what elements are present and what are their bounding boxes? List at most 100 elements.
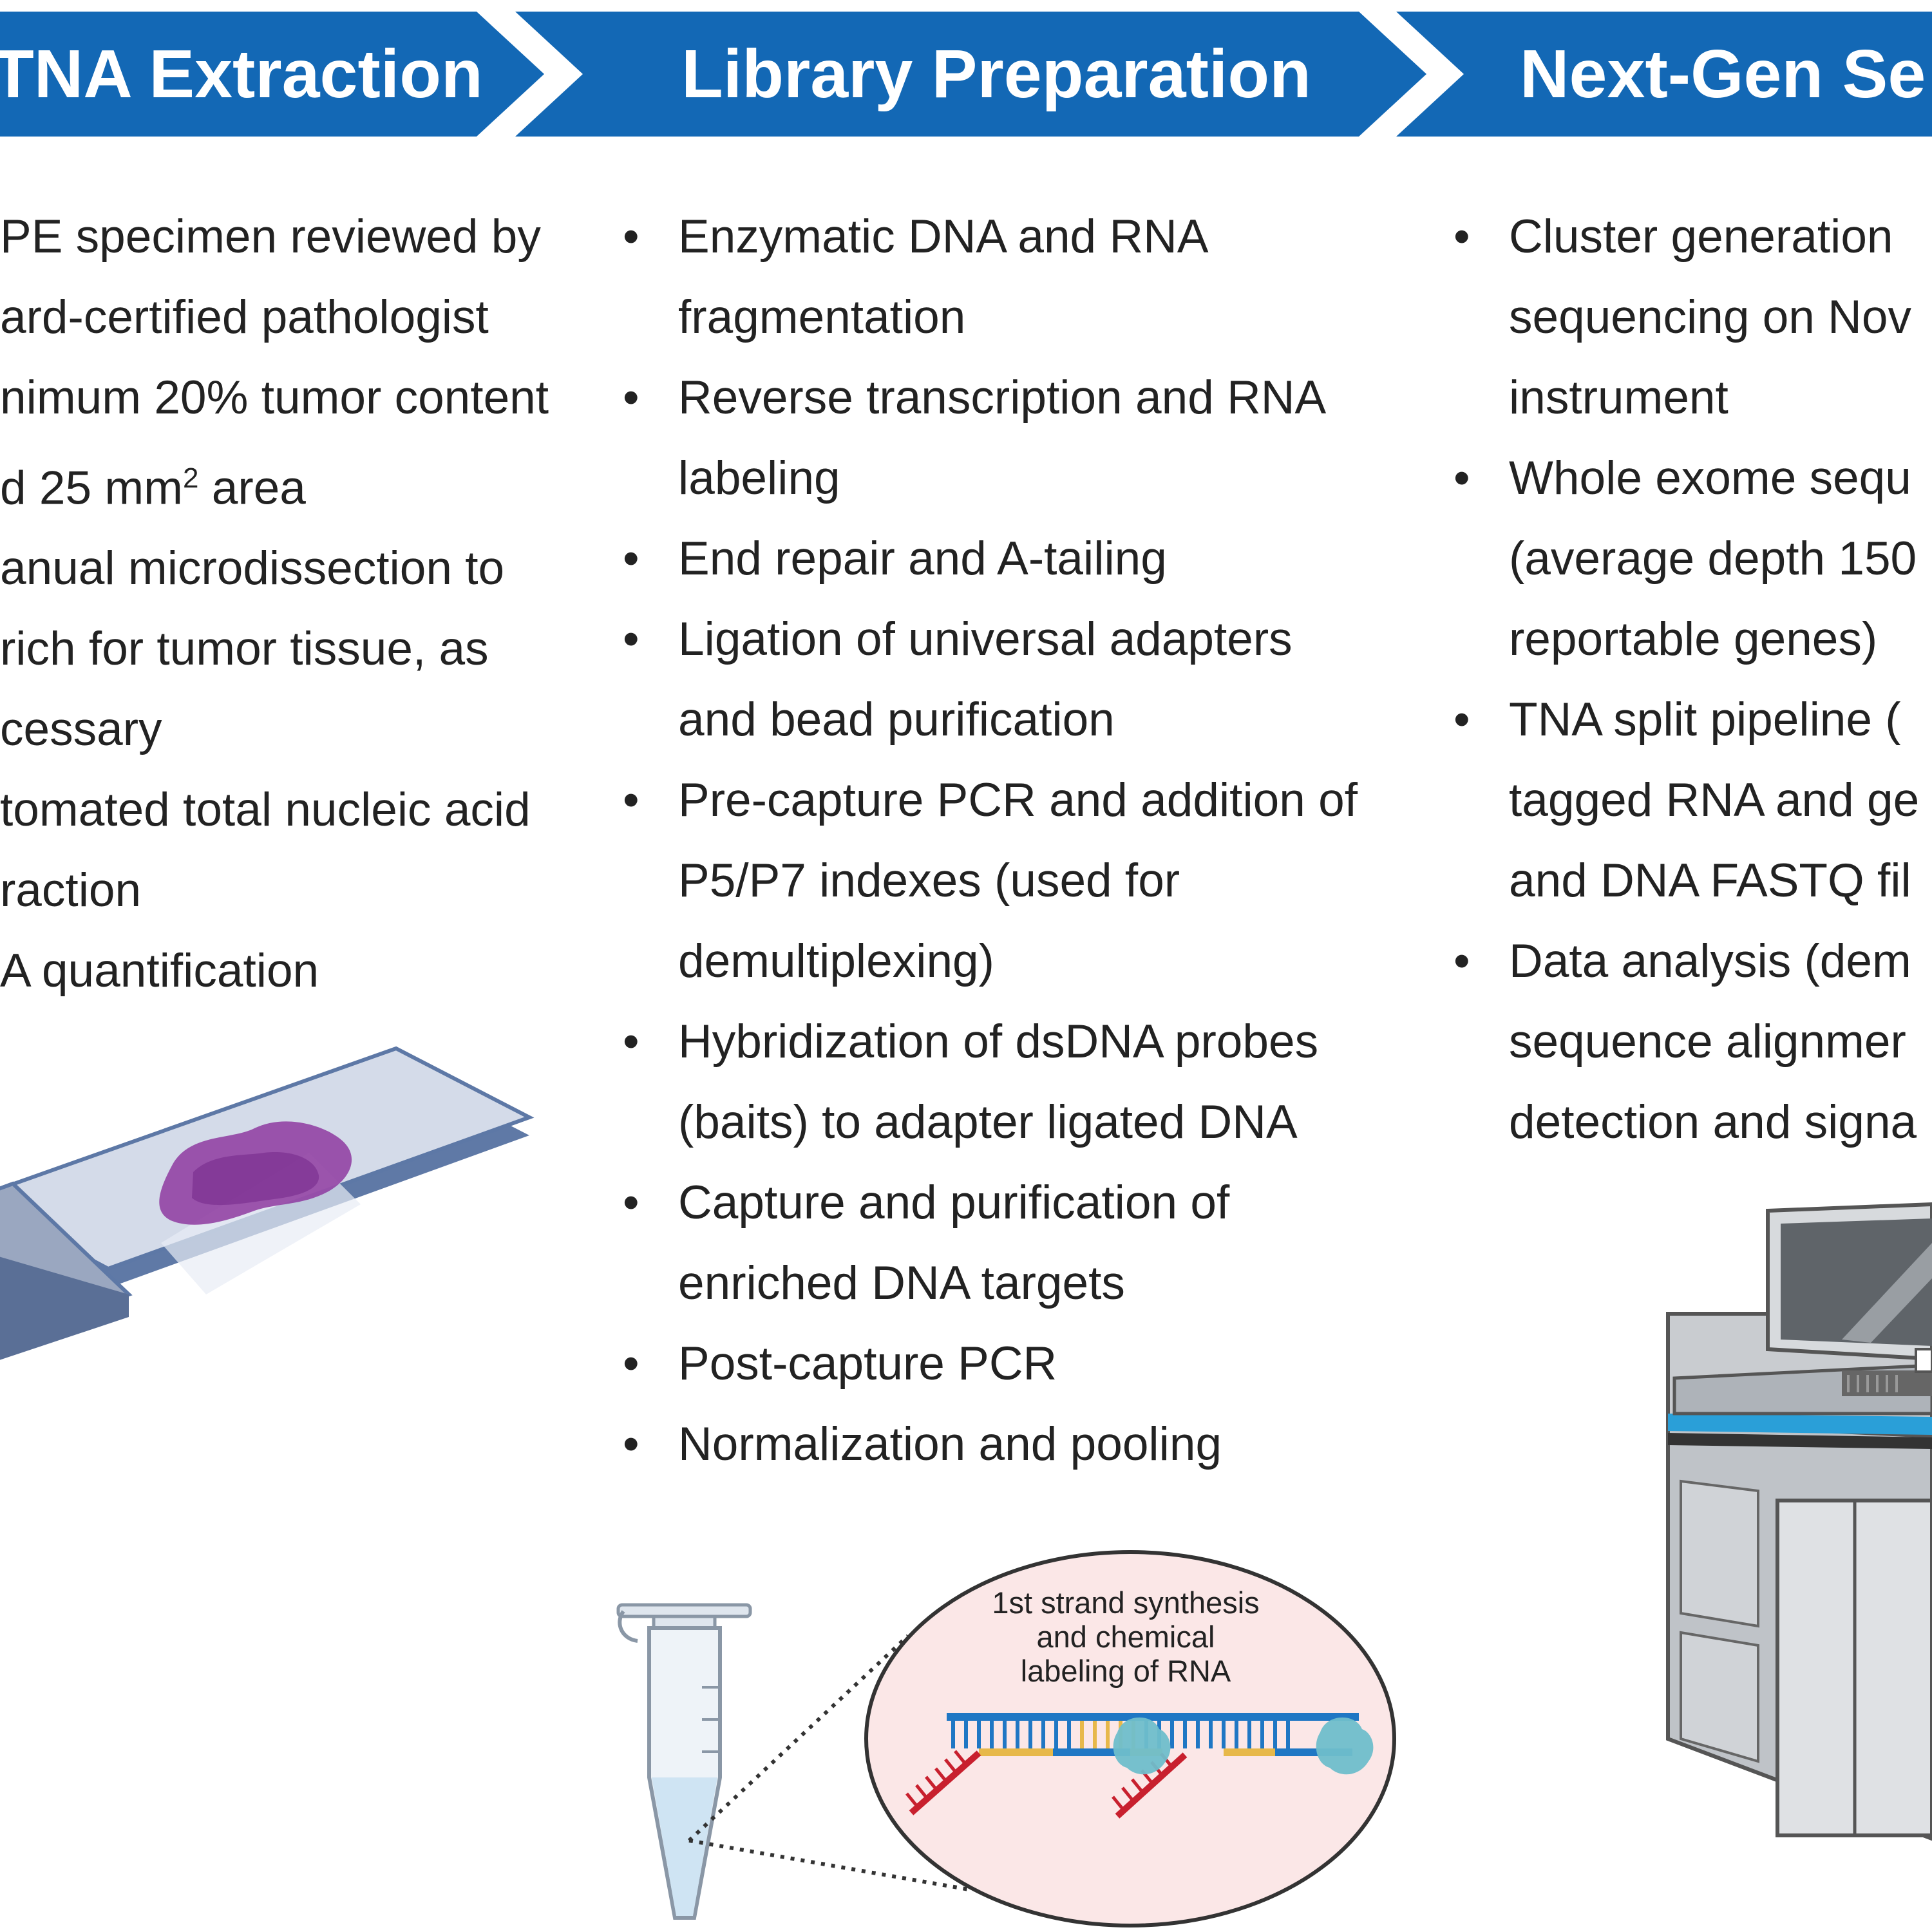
- bullet-icon: •: [623, 1016, 639, 1068]
- list-item: PE specimen reviewed by: [0, 196, 586, 277]
- bullet-icon: •: [1454, 935, 1470, 987]
- labeled-rna-strand: [909, 1750, 1188, 1819]
- extraction-line: rich for tumor tissue, as: [0, 623, 489, 676]
- bullet-icon: •: [623, 533, 639, 585]
- list-item: • Whole exome sequ: [1452, 438, 1932, 518]
- bullet-icon: •: [623, 1338, 639, 1390]
- list-item-text: instrument: [1509, 372, 1728, 424]
- bullet-icon: •: [1454, 452, 1470, 504]
- list-item: •End repair and A-tailing: [621, 518, 1426, 599]
- list-item-text: demultiplexing): [678, 935, 994, 987]
- list-item-text: Cluster generation: [1509, 211, 1893, 263]
- rna-labeling-inset: [864, 1550, 1396, 1927]
- list-item-text: Whole exome sequ: [1509, 452, 1911, 504]
- inset-caption-line-2: and chemical: [1037, 1620, 1215, 1654]
- list-item-text: labeling: [678, 452, 840, 504]
- list-item-continuation: (baits) to adapter ligated DNA: [621, 1082, 1426, 1162]
- enzyme-icon: [1316, 1717, 1374, 1775]
- library-prep-steps-list: • Enzymatic DNA and RNA fragmentation • Reve…: [621, 196, 1426, 1484]
- list-item-continuation: enriched DNA targets: [621, 1243, 1426, 1323]
- list-item-continuation: (average depth 150: [1452, 518, 1932, 599]
- list-item-text: Ligation of universal adapters: [678, 613, 1293, 665]
- sequencing-steps-list: • Cluster generation sequencing on Nov inst…: [1452, 196, 1932, 1162]
- list-item: anual microdissection to: [0, 528, 586, 609]
- bullet-icon: •: [623, 613, 639, 665]
- chevron-step-2: [515, 12, 1426, 137]
- superscript: 2: [182, 462, 199, 494]
- microcentrifuge-tube-icon: [616, 1603, 752, 1920]
- list-item-continuation: labeling: [621, 438, 1426, 518]
- extraction-line: raction: [0, 864, 142, 917]
- bullet-icon: •: [623, 1177, 639, 1229]
- extraction-line-suffix: area: [198, 462, 306, 515]
- list-item: • Hybridization of dsDNA probes: [621, 1001, 1426, 1082]
- list-item: •TNA split pipeline (: [1452, 679, 1932, 760]
- step-library-prep-title: Library Preparation: [681, 36, 1311, 112]
- step-extraction-title: TNA Extraction: [0, 36, 483, 112]
- list-item: • Enzymatic DNA and RNA: [621, 196, 1426, 277]
- list-item: • Cluster generation: [1452, 196, 1932, 277]
- list-item: cessary: [0, 689, 586, 770]
- list-item: A quantification: [0, 931, 586, 1011]
- list-item-continuation: demultiplexing): [621, 921, 1426, 1001]
- extraction-line: cessary: [0, 703, 162, 756]
- list-item-text: (average depth 150: [1509, 533, 1917, 585]
- extraction-line: d 25 mm: [0, 462, 183, 515]
- list-item-continuation: P5/P7 indexes (used for: [621, 840, 1426, 921]
- list-item: rich for tumor tissue, as: [0, 609, 586, 689]
- bullet-icon: •: [623, 372, 639, 424]
- list-item-continuation: sequencing on Nov: [1452, 277, 1932, 357]
- list-item-text: Hybridization of dsDNA probes: [678, 1016, 1319, 1068]
- tissue-slide-icon: [0, 1046, 535, 1360]
- inset-caption-line-1: 1st strand synthesis: [992, 1586, 1259, 1620]
- list-item-text: detection and signa: [1509, 1096, 1917, 1148]
- list-item-text: Pre-capture PCR and addition of: [678, 774, 1358, 826]
- bullet-icon: •: [623, 774, 639, 826]
- list-item-text: and DNA FASTQ fil: [1509, 855, 1911, 907]
- list-item-continuation: and bead purification: [621, 679, 1426, 760]
- list-item-text: tagged RNA and ge: [1509, 774, 1920, 826]
- list-item-continuation: reportable genes): [1452, 599, 1932, 679]
- list-item-text: Normalization and pooling: [678, 1418, 1222, 1470]
- list-item-text: P5/P7 indexes (used for: [678, 855, 1180, 907]
- list-item-text: Enzymatic DNA and RNA: [678, 211, 1209, 263]
- chevron-step-1: [0, 12, 544, 137]
- extraction-line: A quantification: [0, 945, 319, 998]
- list-item: • Pre-capture PCR and addition of: [621, 760, 1426, 840]
- process-banner: [0, 12, 1932, 137]
- list-item-text: Data analysis (dem: [1509, 935, 1911, 987]
- bullet-icon: •: [1454, 211, 1470, 263]
- list-item-text: (baits) to adapter ligated DNA: [678, 1096, 1298, 1148]
- extraction-line: anual microdissection to: [0, 542, 505, 595]
- list-item: tomated total nucleic acid: [0, 770, 586, 850]
- list-item-text: Capture and purification of: [678, 1177, 1230, 1229]
- list-item-text: and bead purification: [678, 694, 1115, 746]
- list-item: • Data analysis (dem: [1452, 921, 1932, 1001]
- list-item: • Capture and purification of: [621, 1162, 1426, 1243]
- extraction-line: nimum 20% tumor content: [0, 372, 549, 424]
- list-item-text: reportable genes): [1509, 613, 1878, 665]
- list-item: • Ligation of universal adapters: [621, 599, 1426, 679]
- sequencer-instrument-icon: [1666, 1202, 1932, 1841]
- bullet-icon: •: [1454, 694, 1470, 746]
- list-item: • Post-capture PCR: [621, 1323, 1426, 1404]
- list-item-continuation: and DNA FASTQ fil: [1452, 840, 1932, 921]
- list-item-text: fragmentation: [678, 291, 966, 343]
- list-item-text: sequencing on Nov: [1509, 291, 1911, 343]
- list-item: d 25 mm2 area: [0, 438, 586, 528]
- list-item: raction: [0, 850, 586, 931]
- list-item-text: Post-capture PCR: [678, 1338, 1057, 1390]
- bullet-icon: •: [623, 211, 639, 263]
- enzyme-icon: [1113, 1717, 1171, 1775]
- list-item-continuation: detection and signa: [1452, 1082, 1932, 1162]
- list-item-continuation: instrument: [1452, 357, 1932, 438]
- extraction-line: tomated total nucleic acid: [0, 784, 531, 837]
- list-item-text: Reverse transcription and RNA: [678, 372, 1327, 424]
- list-item-continuation: fragmentation: [621, 277, 1426, 357]
- extraction-steps-list: PE specimen reviewed by ard-certified pa…: [0, 196, 586, 1011]
- list-item: nimum 20% tumor content: [0, 357, 586, 438]
- zoom-line: [687, 1634, 910, 1842]
- list-item-continuation: sequence alignmer: [1452, 1001, 1932, 1082]
- inset-caption-line-3: labeling of RNA: [1021, 1654, 1231, 1688]
